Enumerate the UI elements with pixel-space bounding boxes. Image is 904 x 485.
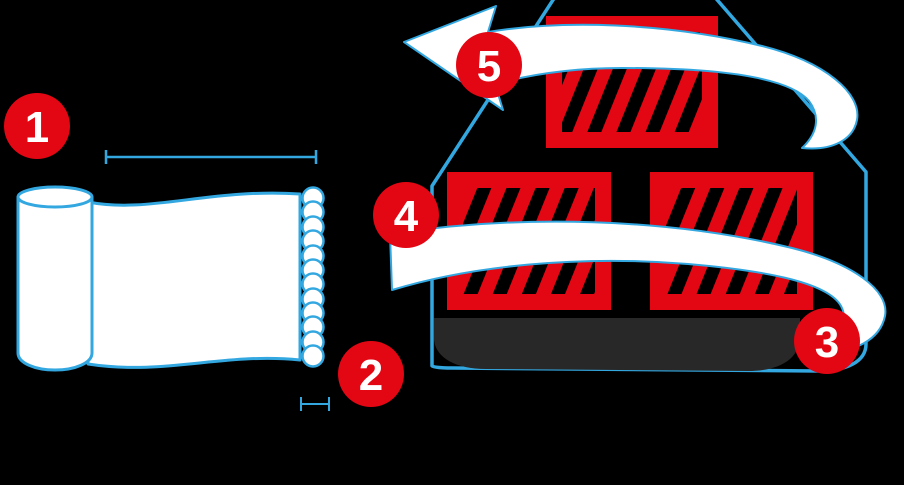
badge-1: 1	[4, 93, 70, 159]
badge-1-number: 1	[25, 103, 49, 152]
roll-top-opening	[16, 185, 94, 209]
badge-2-circle	[338, 341, 404, 407]
house-base-shadow	[434, 318, 800, 371]
badge-3-number: 3	[815, 318, 839, 367]
badge-2-number: 2	[359, 351, 383, 400]
width-dimension-line	[104, 150, 318, 164]
roll-cylinder	[16, 195, 94, 372]
house-group	[389, 0, 887, 373]
badge-4-circle	[373, 182, 439, 248]
badge-3: 3	[794, 308, 860, 374]
badge-5: 5	[456, 32, 522, 98]
badge-4: 4	[373, 182, 439, 248]
badge-4-number: 4	[394, 192, 419, 241]
badge-2: 2	[338, 341, 404, 407]
badge-1-circle	[4, 93, 70, 159]
unrolled-membrane-sheet	[86, 191, 302, 369]
badge-5-circle	[456, 32, 522, 98]
badge-5-number: 5	[477, 42, 501, 91]
edge-thickness-dimension	[300, 397, 330, 411]
badge-3-circle	[794, 308, 860, 374]
wrap-arrow-upper	[403, 5, 859, 150]
step-badges: 1 2 3 4 5	[4, 32, 860, 407]
coiled-edge	[301, 186, 325, 368]
coil-loop	[301, 344, 325, 368]
membrane-roll-group	[16, 150, 330, 411]
